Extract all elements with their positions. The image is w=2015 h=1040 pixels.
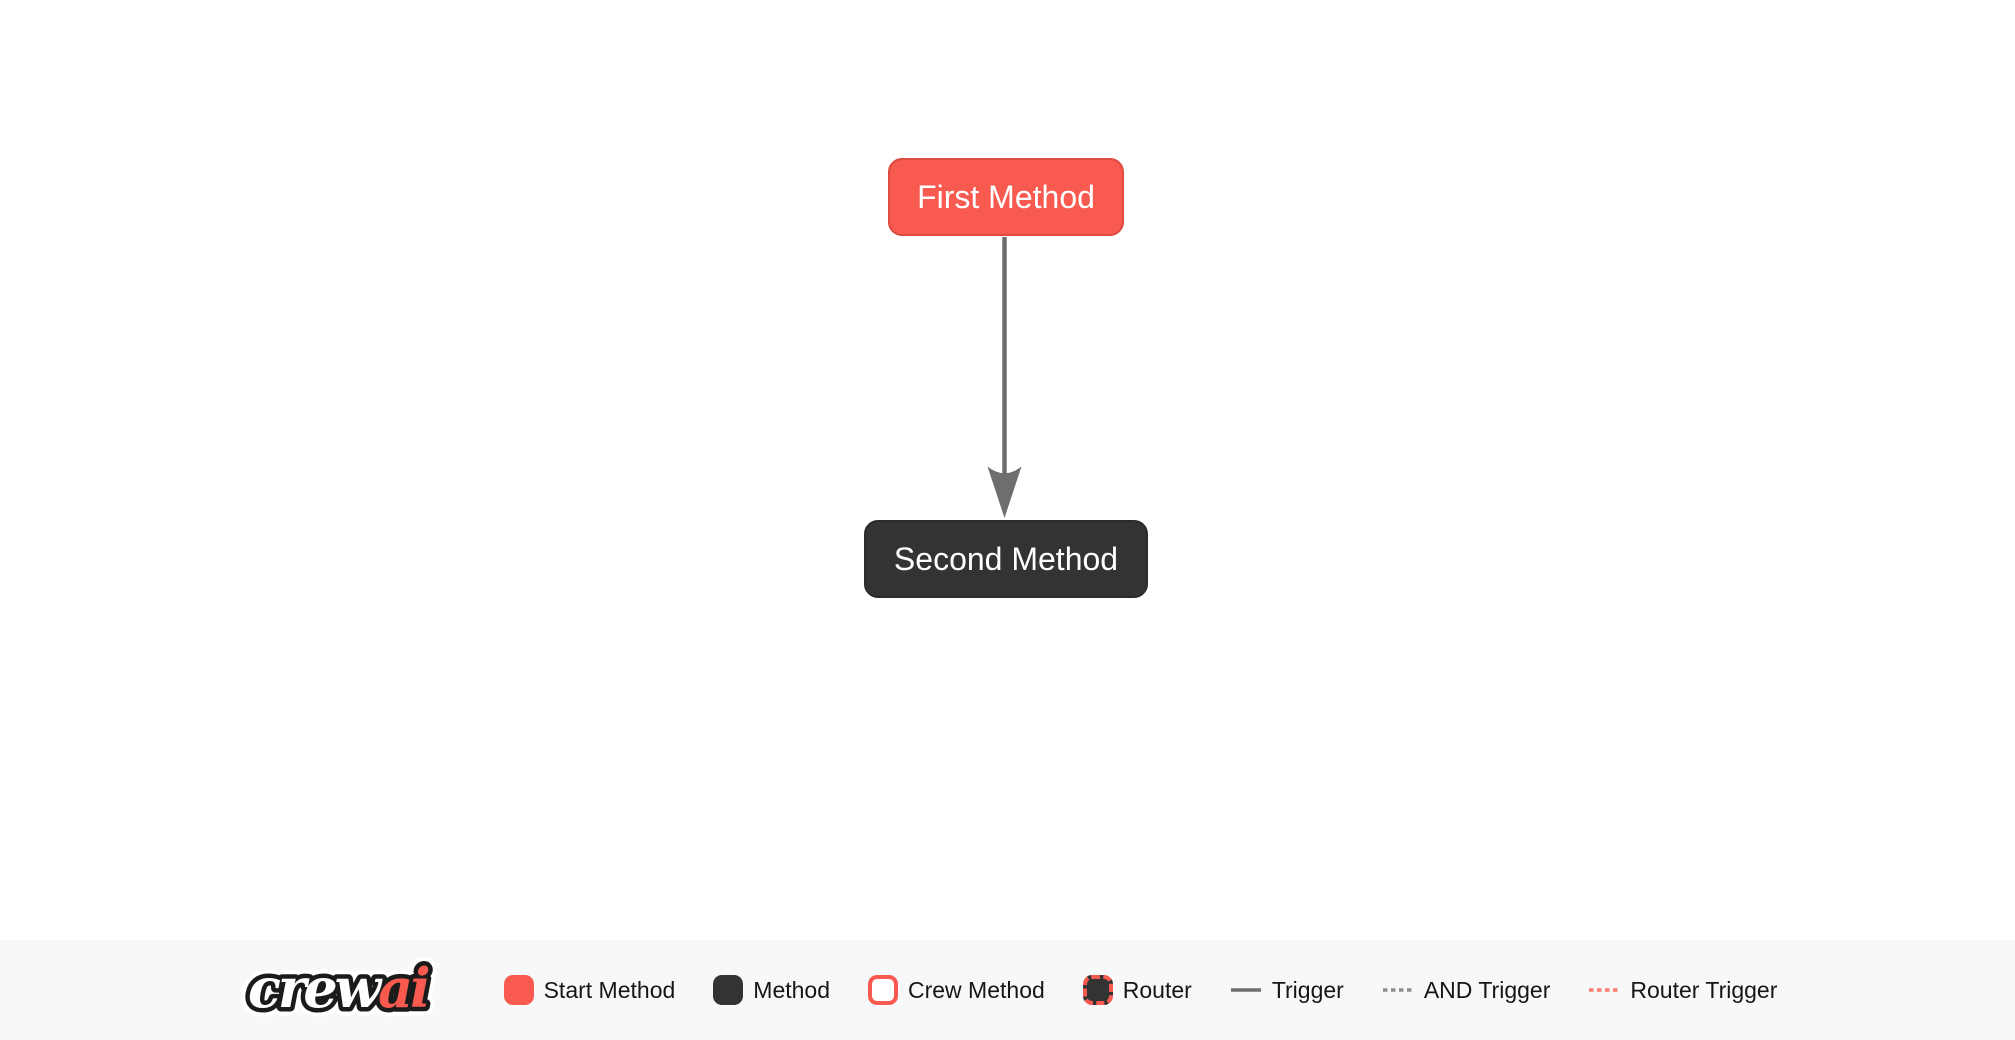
legend-label-crew-method: Crew Method <box>908 976 1045 1003</box>
crewai-logo: crewai crewai crewai <box>239 948 440 1029</box>
and-trigger-line-icon <box>1382 988 1413 992</box>
legend-item-trigger: Trigger <box>1230 977 1344 1004</box>
legend-label-trigger: Trigger <box>1271 976 1344 1003</box>
legend-item-crew-method: Crew Method <box>868 975 1045 1005</box>
start-method-swatch-icon <box>503 975 534 1005</box>
trigger-edge <box>987 237 1022 518</box>
logo-outline-crew: crew <box>248 956 384 1020</box>
logo-text-crew: crew <box>248 956 384 1020</box>
legend-label-method: Method <box>753 976 830 1003</box>
legend-label-router: Router <box>1122 976 1192 1003</box>
router-trigger-line-icon <box>1589 988 1620 992</box>
trigger-line-icon <box>1230 988 1261 992</box>
logo-text-ai: ai <box>378 956 429 1020</box>
legend-item-start-method: Start Method <box>503 975 676 1005</box>
node-second-method-label: Second Method <box>893 541 1119 577</box>
legend-label-router-trigger: Router Trigger <box>1630 976 1778 1003</box>
legend-label-and-trigger: AND Trigger <box>1423 976 1551 1003</box>
node-first-method[interactable]: First Method <box>888 158 1124 236</box>
legend-item-method: Method <box>713 975 830 1005</box>
flow-canvas[interactable]: First Method Second Method <box>0 0 2015 940</box>
legend-label-start-method: Start Method <box>543 976 676 1003</box>
method-swatch-icon <box>713 975 744 1005</box>
node-first-method-label: First Method <box>917 179 1095 215</box>
logo-stroke-crew: crew <box>248 956 384 1020</box>
legend-bar: crewai crewai crewai Start Method Method… <box>0 940 2015 1040</box>
node-second-method[interactable]: Second Method <box>864 520 1148 598</box>
trigger-edge-arrowhead-icon <box>987 466 1022 518</box>
svg-text:crewai: crewai <box>248 956 429 1020</box>
legend-item-router: Router <box>1082 975 1192 1005</box>
legend-item-router-trigger: Router Trigger <box>1588 977 1777 1004</box>
router-swatch-icon <box>1082 975 1113 1005</box>
legend-item-and-trigger: AND Trigger <box>1382 976 1551 1004</box>
logo-stroke-ai: ai <box>378 956 429 1020</box>
legend: Start Method Method Crew Method Router T… <box>503 975 1777 1005</box>
svg-text:crewai: crewai <box>248 956 429 1020</box>
crew-method-swatch-icon <box>868 975 898 1005</box>
